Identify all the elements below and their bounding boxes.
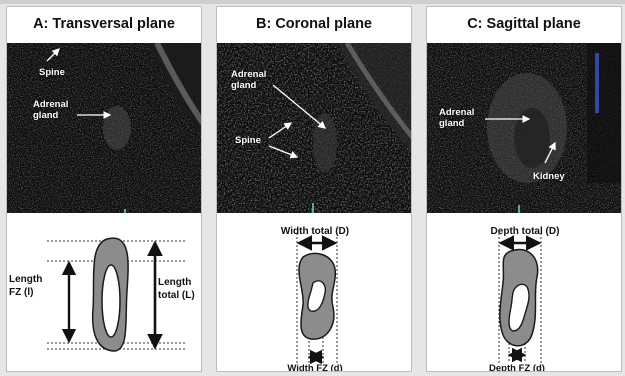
- spine-label: Spine: [39, 67, 65, 78]
- panel-transversal: A: Transversal plane Spine Adrenal gland…: [6, 6, 202, 372]
- panel-title: B: Coronal plane: [217, 7, 411, 41]
- width-total-label: Width total (D): [217, 225, 412, 238]
- panel-coronal: B: Coronal plane Adrenal gland Spine Wid: [216, 6, 412, 372]
- panel-sagittal: C: Sagittal plane Adrenal gland Kidney D: [426, 6, 622, 372]
- spine-label: Spine: [235, 135, 261, 146]
- gland-diagram: [427, 221, 622, 372]
- adrenal-gland-label: Adrenal gland: [439, 107, 474, 129]
- panel-title: C: Sagittal plane: [427, 7, 621, 41]
- top-strip: [0, 0, 625, 4]
- ultrasound-image: Adrenal gland Kidney: [427, 43, 621, 213]
- measurement-diagram: Length FZ (l) Length total (L): [7, 221, 201, 372]
- gland-diagram: [217, 221, 412, 372]
- ultrasound-image: Adrenal gland Spine: [217, 43, 411, 213]
- length-fz-label: Length FZ (l): [9, 273, 42, 299]
- width-fz-label: Width FZ (d): [217, 364, 412, 372]
- depth-fz-label: Depth FZ (d): [426, 364, 615, 372]
- depth-total-label: Depth total (D): [427, 225, 622, 238]
- measurement-diagram: Depth total (D) Depth FZ (d): [427, 221, 621, 372]
- ultrasound-image: Spine Adrenal gland: [7, 43, 201, 213]
- measurement-diagram: Width total (D) Width FZ (d): [217, 221, 411, 372]
- length-total-label: Length total (L): [158, 276, 195, 302]
- ultrasound-scan: [7, 43, 202, 213]
- kidney-label: Kidney: [533, 171, 565, 182]
- adrenal-gland-label: Adrenal gland: [231, 69, 266, 91]
- panel-title: A: Transversal plane: [7, 7, 201, 41]
- adrenal-gland-label: Adrenal gland: [33, 99, 68, 121]
